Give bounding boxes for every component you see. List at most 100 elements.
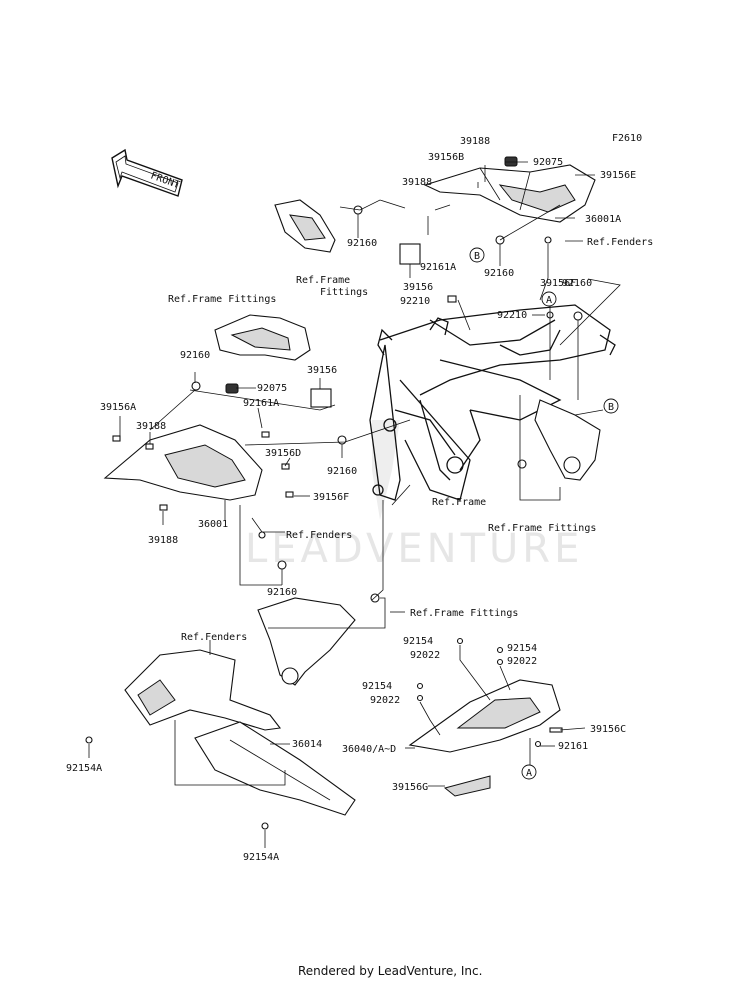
part-labels: 39188 39156B 92075 39156E 39188 36001A 9… [66, 136, 653, 863]
clip-39156D [281, 463, 290, 470]
svg-text:A: A [546, 295, 552, 306]
grommet-92160-f [337, 435, 347, 445]
label-92154-c: 92154 [362, 681, 392, 692]
label-39188-bottom: 39188 [148, 535, 178, 546]
label-ref-frame-fittings-d: Ref.Frame Fittings [410, 608, 518, 619]
label-ref-frame-fittings-c: Ref.Frame Fittings [488, 523, 596, 534]
label-92154A-left: 92154A [66, 763, 102, 774]
grommet-92160-d [517, 459, 527, 469]
label-39188-mid: 39188 [402, 177, 432, 188]
label-36001A: 36001A [585, 214, 621, 225]
svg-text:B: B [474, 251, 480, 262]
svg-text:B: B [608, 402, 614, 413]
label-92161: 92161 [558, 741, 588, 752]
frame-illustration [369, 304, 616, 501]
part-39156-top-shape [399, 243, 421, 265]
label-92154-a: 92154 [403, 636, 433, 647]
bolt-92210-a [447, 295, 457, 303]
label-39156G: 39156G [392, 782, 428, 793]
frame-fitting-left-illustration [214, 314, 311, 361]
label-39156F-top: 39156F [540, 278, 576, 289]
clip-39156F-left [285, 491, 294, 498]
bolt-92154A-bottom [261, 822, 269, 830]
grommet-92075-left [225, 383, 239, 394]
label-92154-b: 92154 [507, 643, 537, 654]
clip-92161A-left [261, 431, 270, 438]
bolt-92154-a [456, 637, 464, 645]
label-ref-frame-fittings-a2: Fittings [320, 287, 368, 298]
label-92022-c: 92022 [370, 695, 400, 706]
footer-credit: Rendered by LeadVenture, Inc. [298, 964, 482, 978]
part-36040-illustration [408, 679, 561, 797]
label-92160-f: 92160 [267, 587, 297, 598]
label-36040: 36040/A~D [342, 744, 396, 755]
frame-fitting-lower-illustration [257, 597, 356, 686]
bolt-92154A-left [85, 736, 93, 744]
label-39156D: 39156D [265, 448, 301, 459]
grommet-92160-h [370, 593, 380, 603]
label-92160-e: 92160 [327, 466, 357, 477]
label-92210-b: 92210 [497, 310, 527, 321]
label-39156-left: 39156 [307, 365, 337, 376]
grommet-92160-c [573, 311, 583, 321]
part-39156-left-shape [310, 388, 332, 408]
label-39156A: 39156A [100, 402, 136, 413]
part-36014-illustration [194, 721, 356, 816]
label-92160-b: 92160 [484, 268, 514, 279]
washer-92022-c [416, 694, 424, 702]
label-92160-d: 92160 [180, 350, 210, 361]
frame-fitting-right-illustration [534, 399, 601, 481]
part-36001-illustration [103, 424, 263, 501]
leader-lines [88, 161, 621, 848]
label-92160-a: 92160 [347, 238, 377, 249]
label-92022-a: 92022 [410, 650, 440, 661]
label-92154A-bottom: 92154A [243, 852, 279, 863]
clip-ref-fenders-left [258, 531, 266, 539]
callout-a-top: A [541, 291, 557, 307]
label-39156F-left: 39156F [313, 492, 349, 503]
callout-b-top: B [469, 247, 485, 263]
clip-39156A [112, 435, 121, 442]
label-92161A-left: 92161A [243, 398, 279, 409]
label-39156B: 39156B [428, 152, 464, 163]
clip-92161 [534, 740, 542, 748]
svg-text:A: A [526, 768, 532, 779]
label-39156C: 39156C [590, 724, 626, 735]
callout-a-bottom: A [521, 764, 537, 780]
label-39188-top: 39188 [460, 136, 490, 147]
label-ref-frame-fittings-a1: Ref.Frame [296, 275, 350, 286]
label-36014: 36014 [292, 739, 322, 750]
callout-b-right: B [603, 398, 619, 414]
label-ref-frame-fittings-b: Ref.Frame Fittings [168, 294, 276, 305]
grommet-92075-top [504, 156, 518, 167]
bolt-92154-c [416, 682, 424, 690]
rear-fender-illustration [124, 649, 282, 731]
clip-39188-left [145, 443, 154, 450]
label-92160-c: 92160 [562, 278, 592, 289]
clip-39188-bottom [159, 504, 168, 511]
figure-id: F2610 [612, 133, 642, 144]
label-92075-left: 92075 [257, 383, 287, 394]
part-36001A-illustration [423, 164, 596, 223]
grommet-92160-g [277, 560, 287, 570]
front-arrow-icon: FRONT [111, 148, 183, 197]
clip-39156F-top [544, 236, 552, 244]
grommet-92160-e [191, 381, 201, 391]
label-39156-top: 39156 [403, 282, 433, 293]
washer-92022-b [496, 658, 504, 666]
frame-fitting-top-illustration [274, 199, 336, 253]
label-36001: 36001 [198, 519, 228, 530]
label-92075-top: 92075 [533, 157, 563, 168]
label-ref-frame: Ref.Frame [432, 497, 486, 508]
label-92210-a: 92210 [400, 296, 430, 307]
label-ref-fenders-bottom: Ref.Fenders [181, 632, 247, 643]
watermark-text: LEADVENTURE [245, 526, 583, 572]
label-39156E: 39156E [600, 170, 636, 181]
label-ref-fenders-left: Ref.Fenders [286, 530, 352, 541]
label-92161A-top: 92161A [420, 262, 456, 273]
label-ref-fenders-top: Ref.Fenders [587, 237, 653, 248]
label-92022-b: 92022 [507, 656, 537, 667]
label-39188-left: 39188 [136, 421, 166, 432]
bolt-92154-b [496, 646, 504, 654]
